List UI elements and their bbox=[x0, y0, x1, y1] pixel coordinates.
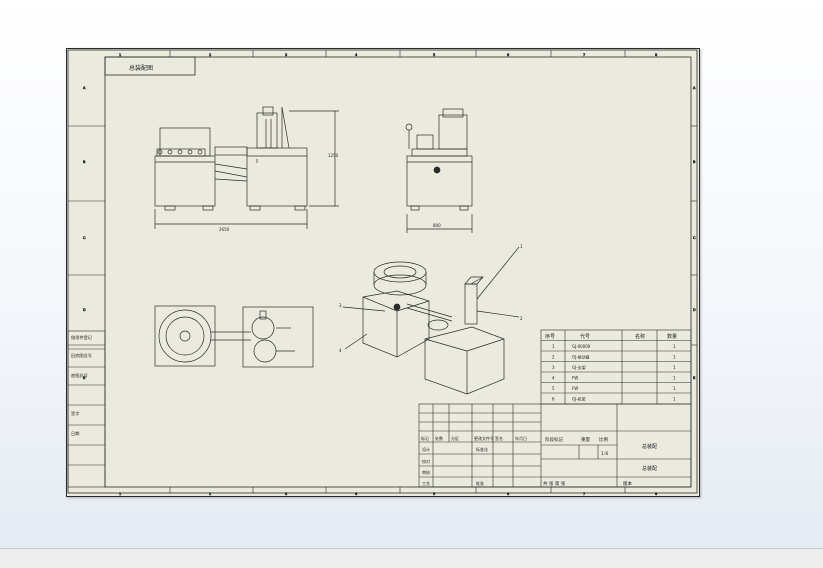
weight-label: 重量 bbox=[581, 436, 590, 443]
zone-row-mark: D bbox=[693, 308, 696, 312]
bom-cell-qty: 1 bbox=[673, 386, 676, 391]
zone-row-mark: B bbox=[83, 160, 86, 164]
bom-cell-qty: 1 bbox=[673, 376, 676, 381]
zone-col-mark: 7 bbox=[583, 492, 585, 496]
bom-cell-no: 4 bbox=[552, 376, 555, 381]
left-strip-label: 借用件登记 bbox=[71, 334, 93, 341]
zone-col-mark: 3 bbox=[285, 53, 287, 57]
bom-cell-code: GJ-支架 bbox=[572, 364, 586, 370]
bom-cell-qty: 1 bbox=[673, 397, 676, 402]
bom-cell-code: GJ-00000 bbox=[572, 344, 591, 349]
zone-col-mark: 5 bbox=[433, 53, 435, 57]
zone-row-mark: D bbox=[83, 308, 86, 312]
outer-border bbox=[67, 49, 698, 494]
bom-cell-qty: 1 bbox=[673, 355, 676, 360]
front-view bbox=[154, 106, 339, 229]
zone-row-mark: B bbox=[693, 160, 696, 164]
front-width-dim: 2650 bbox=[219, 227, 230, 232]
front-height-dim: 1250 bbox=[328, 153, 339, 158]
bom-cell-no: 1 bbox=[552, 344, 555, 349]
scale-label: 比例 bbox=[599, 436, 608, 443]
title-left-label: 校对 bbox=[422, 458, 430, 464]
bom-cell-no: 2 bbox=[552, 355, 555, 360]
bom-header: 数量 bbox=[667, 333, 677, 340]
zone-col-mark: 3 bbox=[285, 492, 287, 496]
title-row-label: 处数 bbox=[435, 435, 443, 441]
bom-cell-qty: 1 bbox=[673, 365, 676, 370]
sheet-info: 共 张 第 张 bbox=[543, 480, 566, 487]
left-strip-label: 签字 bbox=[71, 410, 79, 416]
status-bar bbox=[0, 548, 823, 568]
zone-col-mark: 4 bbox=[355, 53, 358, 57]
zone-row-mark: A bbox=[693, 86, 696, 90]
bom-cell-code: GJ-振动盘 bbox=[572, 354, 590, 360]
balloon-2: 2 bbox=[520, 316, 523, 321]
title-row-label: 标记 bbox=[421, 435, 429, 441]
bom-cell-no: 6 bbox=[552, 397, 555, 402]
zone-row-mark: E bbox=[83, 376, 85, 380]
isometric-view bbox=[342, 246, 520, 395]
bom-cell-code: GJ-机架 bbox=[572, 396, 586, 402]
zone-col-mark: 2 bbox=[209, 53, 211, 57]
left-strip-label: 底图总号 bbox=[71, 372, 88, 379]
bom-cell-no: 5 bbox=[552, 386, 555, 391]
zone-col-mark: 1 bbox=[119, 492, 121, 496]
title-mid-label: 批准 bbox=[476, 480, 484, 486]
zone-col-mark: 8 bbox=[655, 492, 657, 496]
zone-col-mark: 2 bbox=[209, 492, 211, 496]
left-strip-label: 旧底图总号 bbox=[71, 352, 92, 359]
left-revision-strip bbox=[67, 330, 106, 488]
zone-col-mark: 6 bbox=[507, 492, 509, 496]
zone-col-mark: 7 bbox=[583, 53, 585, 57]
zone-col-mark: 1 bbox=[119, 53, 121, 57]
zone-row-mark: C bbox=[693, 236, 696, 240]
zone-row-mark: A bbox=[83, 86, 86, 90]
balloon-1: 1 bbox=[520, 244, 523, 249]
drawing-tag: 总装配图 bbox=[129, 64, 153, 72]
title-left-label: 设计 bbox=[422, 446, 430, 452]
side-width-dim: 800 bbox=[433, 223, 441, 228]
bom-cell-code: FW bbox=[572, 386, 578, 391]
bom-header: 代号 bbox=[580, 333, 590, 340]
zone-col-mark: 6 bbox=[507, 53, 509, 57]
bom-cell-no: 3 bbox=[552, 365, 555, 370]
drawing-tag-box bbox=[104, 56, 196, 76]
scale-value: 1:6 bbox=[601, 451, 608, 457]
bom-header: 名称 bbox=[635, 333, 645, 340]
zone-row-mark: C bbox=[83, 236, 86, 240]
version-label: 版本 bbox=[623, 480, 632, 487]
inner-border bbox=[104, 56, 692, 488]
title-left-label: 审核 bbox=[422, 469, 430, 475]
side-view bbox=[405, 108, 473, 233]
balloon-4: 4 bbox=[339, 348, 342, 353]
zone-col-mark: 4 bbox=[355, 492, 358, 496]
title-row-label: 更改文件号 bbox=[474, 435, 494, 441]
zone-col-mark: 5 bbox=[433, 492, 435, 496]
stage-label: 阶段标记 bbox=[545, 436, 563, 443]
zone-col-mark: 8 bbox=[655, 53, 657, 57]
bom-cell-qty: 1 bbox=[673, 344, 676, 349]
bom-header: 序号 bbox=[545, 333, 555, 340]
title-row-label: 签名 bbox=[495, 435, 503, 441]
title-block bbox=[418, 403, 692, 488]
balloon-3: 3 bbox=[339, 303, 342, 308]
zone-row-mark: E bbox=[693, 376, 695, 380]
title-mid-label: 标准化 bbox=[476, 446, 488, 452]
drawing-name: 总装配 bbox=[642, 443, 657, 450]
title-row-label: 分区 bbox=[451, 435, 459, 441]
left-strip-label: 日期 bbox=[71, 431, 79, 437]
top-view bbox=[154, 305, 314, 368]
bom-cell-code: FW bbox=[572, 376, 578, 381]
title-left-label: 工艺 bbox=[422, 481, 430, 486]
title-row-label: 年月日 bbox=[515, 435, 527, 441]
drawing-number: 总装配 bbox=[642, 465, 657, 472]
